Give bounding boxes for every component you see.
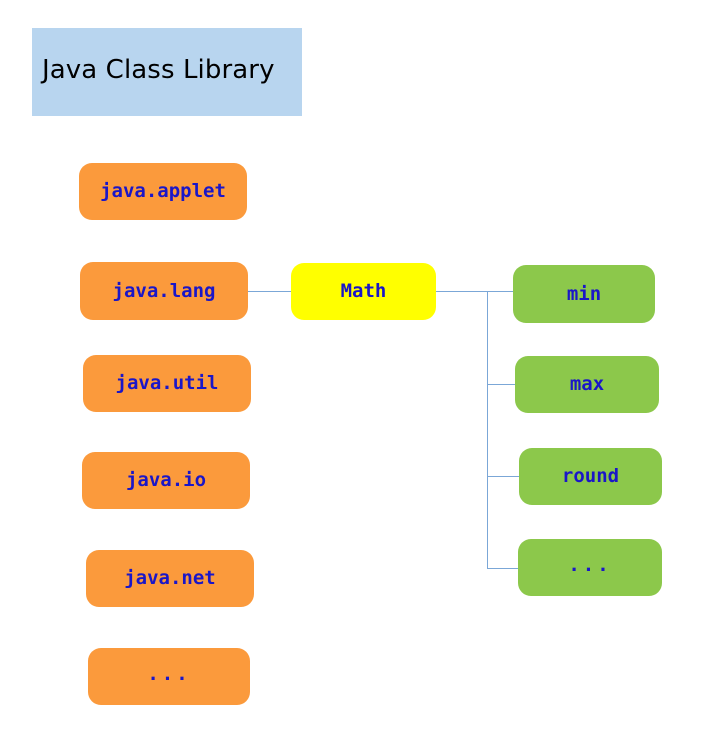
connector-trunk-to-ellipsis — [487, 568, 519, 569]
package-node-more[interactable]: ... — [88, 648, 250, 705]
page-title: Java Class Library — [42, 55, 275, 85]
method-node-more[interactable]: ... — [518, 539, 662, 596]
package-node-java-io[interactable]: java.io — [82, 452, 250, 509]
connector-java-lang-to-math — [248, 291, 292, 292]
package-node-label: java.util — [115, 372, 219, 394]
method-node-min[interactable]: min — [513, 265, 655, 323]
package-node-label: java.net — [124, 567, 216, 589]
method-node-round[interactable]: round — [519, 448, 662, 505]
connector-trunk-to-min — [487, 291, 514, 292]
method-node-label: max — [569, 373, 605, 395]
package-node-java-net[interactable]: java.net — [86, 550, 254, 607]
connector-trunk-to-max — [487, 384, 516, 385]
method-node-max[interactable]: max — [515, 356, 659, 413]
class-node-label: Math — [340, 280, 387, 302]
package-node-label: ... — [147, 663, 191, 685]
method-node-label: min — [566, 282, 602, 305]
package-node-java-applet[interactable]: java.applet — [79, 163, 247, 220]
class-node-math[interactable]: Math — [291, 263, 436, 320]
method-node-label: round — [561, 465, 620, 487]
package-node-java-util[interactable]: java.util — [83, 355, 251, 412]
method-node-label: ... — [568, 554, 612, 576]
package-node-label: java.io — [125, 469, 207, 491]
diagram-title-banner: Java Class Library — [32, 28, 302, 116]
package-node-java-lang[interactable]: java.lang — [80, 262, 248, 320]
connector-method-trunk — [487, 291, 488, 568]
connector-trunk-to-round — [487, 476, 520, 477]
connector-math-to-trunk — [436, 291, 488, 292]
package-node-label: java.lang — [112, 279, 216, 302]
package-node-label: java.applet — [100, 180, 226, 202]
